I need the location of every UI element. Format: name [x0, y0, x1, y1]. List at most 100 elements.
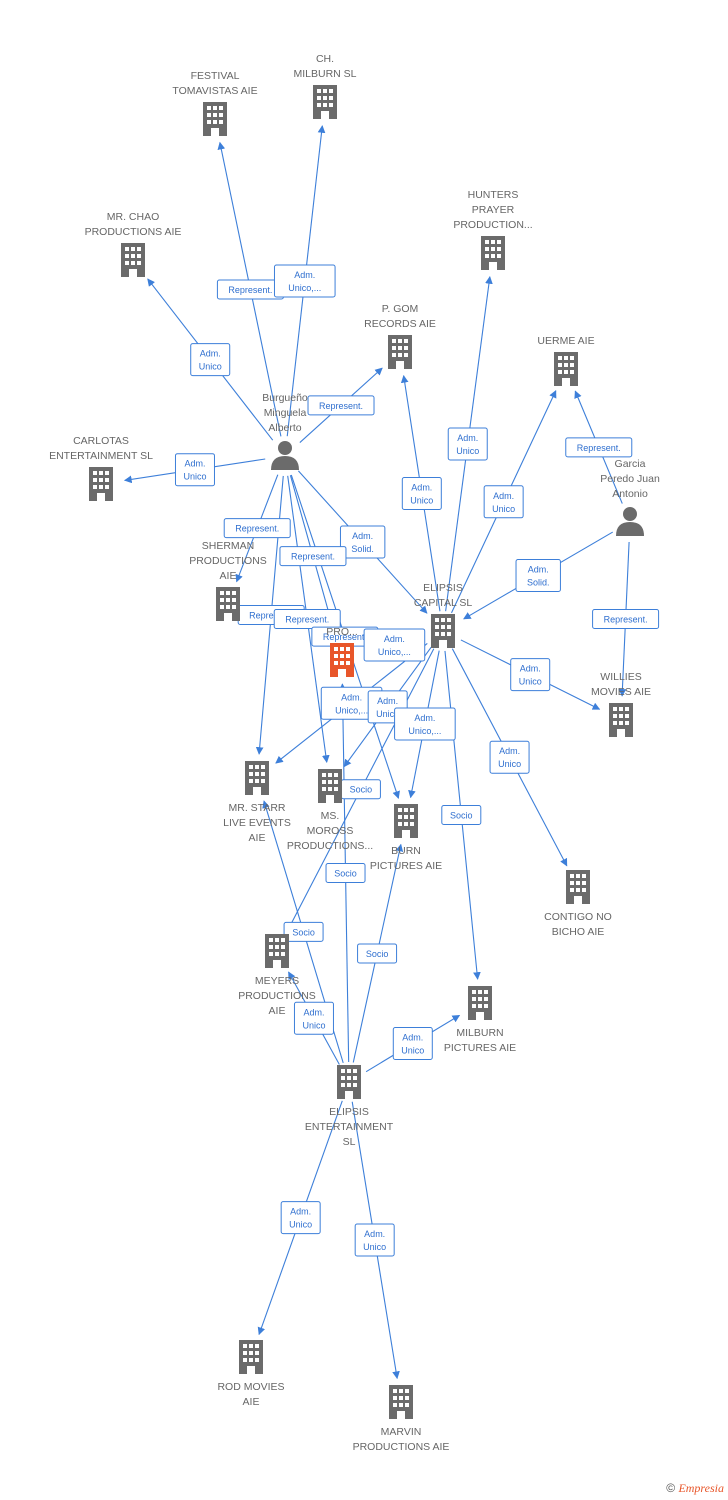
node-label: Garcia	[615, 458, 646, 470]
edge-label-text: Adm.	[414, 713, 435, 723]
node-focus[interactable]: PRO...	[326, 626, 358, 677]
node-label: PRODUCTIONS AIE	[353, 1441, 450, 1453]
node-label: PRO...	[326, 626, 358, 638]
node-label: MR. CHAO	[107, 211, 160, 223]
edge-label-box	[357, 943, 398, 964]
edge-label[interactable]: Adm.Unico	[447, 427, 488, 461]
edge-label[interactable]: Socio	[283, 921, 324, 942]
node-label: MEYERS	[255, 975, 299, 987]
edge-label[interactable]: Adm.Unico	[392, 1027, 433, 1061]
edge-label[interactable]: Represent.	[216, 279, 284, 300]
building-icon	[121, 243, 145, 277]
footer-brand[interactable]: © Empresia	[666, 1481, 724, 1496]
edge-label[interactable]: Represent.	[592, 609, 660, 630]
node-uerme[interactable]: UERME AIE	[537, 335, 595, 386]
node-label: TOMAVISTAS AIE	[172, 85, 257, 97]
node-chmilburn[interactable]: CH.MILBURN SL	[293, 53, 357, 119]
edge-label[interactable]: Adm.Unico	[489, 740, 530, 774]
building-icon	[481, 236, 505, 270]
edge-label[interactable]: Represent.	[273, 609, 341, 630]
edge-label[interactable]: Adm.Solid.	[339, 525, 386, 559]
node-label: LIVE EVENTS	[223, 817, 291, 829]
edge-label-text: Unico,...	[408, 726, 441, 736]
edge-label-text: Unico	[492, 504, 515, 514]
edge-label[interactable]: Represent.	[279, 546, 347, 567]
edge-label[interactable]: Socio	[325, 862, 366, 883]
edge-label-box	[392, 1027, 433, 1061]
node-label: MOVIES AIE	[591, 686, 651, 698]
edge-label[interactable]: Represent.	[223, 518, 291, 539]
edge-label-text: Adm.	[377, 696, 398, 706]
edge-label[interactable]: Adm.Unico,...	[320, 686, 383, 720]
edge-label-box	[280, 1201, 321, 1235]
building-icon	[203, 102, 227, 136]
node-mrchao[interactable]: MR. CHAO PRODUCTIONS AIE	[85, 211, 182, 277]
edge-label[interactable]: Adm.Unico	[354, 1223, 395, 1257]
edge-label-text: Unico	[410, 495, 433, 505]
edge-label-text: Unico	[363, 1242, 386, 1252]
edge-label-box	[223, 518, 291, 539]
building-icon	[265, 934, 289, 968]
edge-label[interactable]: Adm.Unico	[174, 453, 215, 487]
building-icon	[89, 467, 113, 501]
edge-label-box	[565, 437, 633, 458]
node-label: PRODUCTIONS AIE	[85, 226, 182, 238]
edge-label[interactable]: Adm.Unico	[190, 343, 231, 377]
edge-label-box	[447, 427, 488, 461]
edge-label-text: Unico,...	[288, 283, 321, 293]
node-label: AIE	[243, 1396, 260, 1408]
edge-label-text: Adm.	[402, 1033, 423, 1043]
edge-label[interactable]: Adm.Solid.	[515, 558, 561, 592]
edge-label-text: Socio	[350, 785, 373, 795]
edge-label-box	[401, 476, 442, 510]
edge-label[interactable]: Adm.Unico	[280, 1201, 321, 1235]
edge-label[interactable]: Socio	[340, 779, 381, 800]
node-hunters[interactable]: HUNTERSPRAYERPRODUCTION...	[453, 189, 533, 270]
node-label: ENTERTAINMENT	[305, 1121, 394, 1133]
building-icon	[566, 870, 590, 904]
edge-label[interactable]: Adm.Unico,...	[363, 628, 426, 662]
edge-label[interactable]: Adm. Unico,...	[394, 707, 456, 741]
edge-label[interactable]: Adm. Unico,...	[273, 264, 336, 298]
edge-label[interactable]: Adm.Unico	[401, 476, 442, 510]
edge-label-text: Adm.	[520, 664, 541, 674]
edge-label-text: Unico	[519, 677, 542, 687]
edges-layer	[123, 125, 630, 1380]
edge-label[interactable]: Socio	[441, 805, 482, 826]
edge-label-text: Unico	[289, 1220, 312, 1230]
edge-label[interactable]: Adm. Unico	[510, 658, 551, 692]
building-icon	[245, 761, 269, 795]
node-label: P. GOM	[382, 303, 419, 315]
building-icon	[330, 643, 354, 677]
node-label: PRODUCTIONS	[238, 990, 316, 1002]
edge-label-text: Adm.	[499, 746, 520, 756]
copyright-icon: ©	[666, 1481, 676, 1495]
edge-label-text: Unico	[302, 1020, 325, 1030]
edge-label[interactable]: Adm.Unico	[293, 1001, 334, 1035]
edge-label[interactable]: Adm.Unico	[483, 485, 524, 519]
edge-label[interactable]: Represent.	[307, 395, 375, 416]
node-msmoross[interactable]: MS.MOROSSPRODUCTIONS...	[287, 769, 373, 852]
edge-labels-layer: Represent.Adm.Unico,...Adm.UnicoRepresen…	[174, 264, 660, 1257]
edge-label[interactable]: Represent.	[565, 437, 633, 458]
edge-label-text: Adm.	[294, 270, 315, 280]
building-icon	[313, 85, 337, 119]
edge-label[interactable]: Socio	[357, 943, 398, 964]
